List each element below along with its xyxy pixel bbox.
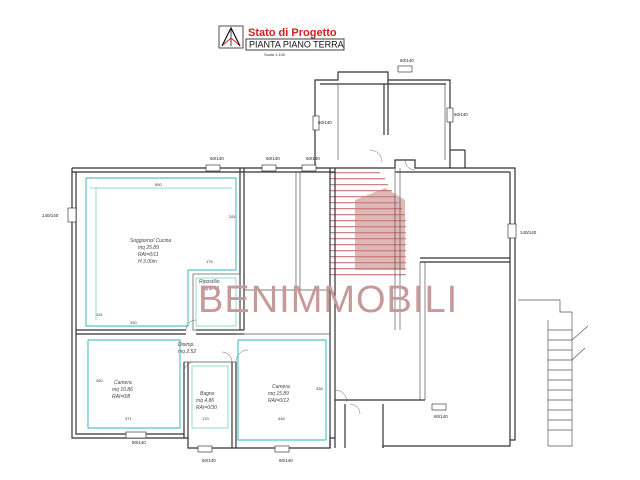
plan-title: Stato di Progetto (248, 27, 337, 39)
window-marker-top-b: 60/140 (261, 156, 280, 172)
svg-text:60/140: 60/140 (434, 414, 448, 419)
svg-text:60/140: 60/140 (306, 156, 320, 161)
stair-hatch (330, 172, 406, 276)
window-marker-up-b: 60/140 (312, 115, 332, 131)
window-marker-up-a: 60/140 (397, 58, 414, 73)
watermark-text: BENIMMOBILI (198, 279, 458, 321)
window-marker-bottom-c: 60/140 (274, 445, 293, 463)
dim-175: 175 (206, 259, 213, 264)
window-marker-top-a: 60/140 (205, 156, 224, 172)
svg-text:60/140: 60/140 (454, 112, 468, 117)
room-soggiorno-line3: RAI=0/11 (138, 252, 159, 258)
window-markers: 60/140 60/140 60/140 140/140 140/140 80/… (42, 58, 537, 463)
room-bagno-line1: Bagno (200, 391, 215, 397)
window-marker-bottom-b: 60/140 (197, 445, 216, 463)
scale-label: Scala 1:100 (264, 52, 286, 57)
room-camera2-line3: RAI=0/12 (268, 398, 289, 404)
window-marker-right: 140/140 (507, 223, 537, 239)
room-outlines (85, 177, 327, 441)
dimension-labels: 550 175 330 281 371 170 346 336 260 115 (96, 182, 323, 421)
svg-text:60/140: 60/140 (202, 458, 216, 463)
dim-115: 115 (96, 312, 103, 317)
door-arcs (183, 149, 416, 415)
dim-346: 346 (278, 416, 285, 421)
dim-260: 260 (96, 378, 103, 383)
room-disimpegno-line2: mq 2.52 (178, 349, 196, 355)
dim-330: 330 (130, 320, 137, 325)
dim-336: 336 (316, 386, 323, 391)
window-marker-left: 140/140 (42, 207, 77, 223)
svg-text:60/140: 60/140 (266, 156, 280, 161)
svg-text:60/140: 60/140 (210, 156, 224, 161)
room-disimpegno-line1: Disimp. (178, 342, 195, 348)
room-soggiorno-line2: mq 25.89 (138, 245, 159, 251)
compass-logo-icon (218, 25, 244, 49)
dim-371: 371 (125, 416, 132, 421)
room-bagno-line3: RAI=0/30 (196, 405, 217, 411)
title-block: Stato di Progetto PIANTA PIANO TERRA Sca… (218, 25, 345, 57)
room-camera2-line2: mq 15.89 (268, 391, 289, 397)
svg-text:80/140: 80/140 (132, 440, 146, 445)
dim-281: 281 (229, 214, 236, 219)
svg-text:60/140: 60/140 (279, 458, 293, 463)
room-soggiorno-line4: H 3.00m (138, 259, 157, 265)
window-marker-bottom-right: 60/140 (431, 403, 448, 419)
room-camera1-line1: Camera (114, 380, 132, 386)
svg-text:60/140: 60/140 (400, 58, 414, 63)
room-ripostiglio-line1: Ripost/lio (199, 279, 220, 285)
svg-text:140/140: 140/140 (42, 213, 59, 218)
room-camera2-line1: Camera (272, 384, 290, 390)
dim-170: 170 (202, 416, 209, 421)
dim-550: 550 (155, 182, 162, 187)
svg-text:140/140: 140/140 (520, 230, 537, 235)
room-camera1-line2: mq 10.86 (112, 387, 133, 393)
room-camera1-line3: RAI=0/8 (112, 394, 130, 400)
room-ripostiglio-line2: mq 2.40 (201, 286, 219, 292)
room-labels: Soggiorno/ Cucina mq 25.89 RAI=0/11 H 3.… (112, 238, 290, 411)
room-bagno-line2: mq 4.86 (196, 398, 214, 404)
window-marker-up-c: 60/140 (446, 107, 468, 123)
room-soggiorno-line1: Soggiorno/ Cucina (130, 238, 171, 244)
svg-text:60/140: 60/140 (318, 120, 332, 125)
subtitle-box (245, 38, 345, 51)
window-marker-bottom-a: 80/140 (125, 431, 147, 445)
walls (71, 71, 589, 449)
plan-subtitle: PIANTA PIANO TERRA (249, 40, 344, 50)
window-marker-top-c: 60/140 (301, 156, 320, 172)
